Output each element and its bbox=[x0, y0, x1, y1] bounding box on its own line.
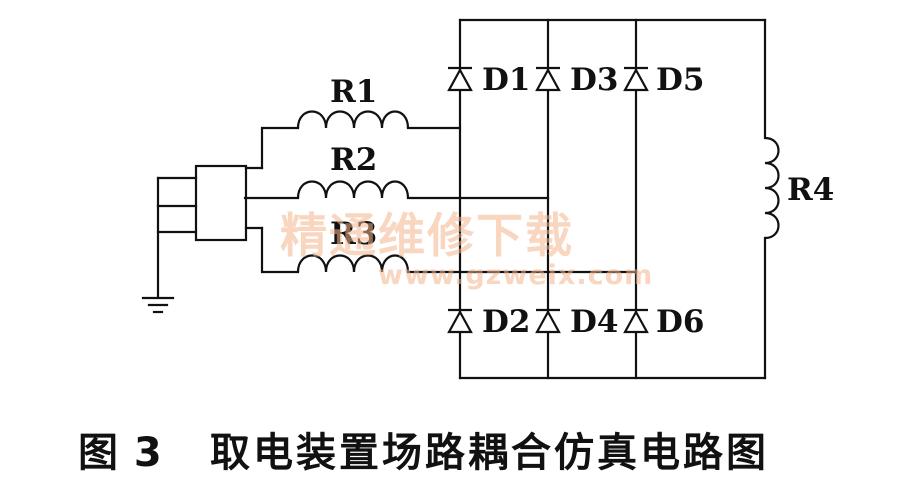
diode-d4 bbox=[535, 308, 561, 334]
component-labels: R1 R2 R3 R4 D1 D3 D5 D2 D4 D6 bbox=[330, 62, 834, 340]
label-d4: D4 bbox=[570, 304, 618, 340]
label-r2: R2 bbox=[330, 142, 377, 178]
caption-figure-number: 图 3 bbox=[78, 430, 163, 476]
watermark-url: www.gzweix.com bbox=[378, 260, 653, 291]
diode-d6 bbox=[623, 308, 649, 334]
diode-d5 bbox=[623, 66, 649, 92]
label-r1: R1 bbox=[330, 74, 377, 110]
diode-d2 bbox=[447, 308, 473, 334]
inductor-r3 bbox=[296, 254, 410, 273]
label-r3: R3 bbox=[330, 216, 377, 252]
r3-left-wire bbox=[260, 226, 300, 274]
source-box bbox=[194, 164, 248, 242]
figure-caption: 图 3 取电装置场路耦合仿真电路图 bbox=[0, 420, 910, 480]
label-d6: D6 bbox=[656, 304, 704, 340]
diode-d1 bbox=[447, 66, 473, 92]
watermark-text: 精通维修下载 bbox=[280, 209, 574, 264]
label-d3: D3 bbox=[570, 62, 618, 98]
inductor-r1 bbox=[296, 110, 410, 129]
label-d2: D2 bbox=[482, 304, 530, 340]
r1-left-wire bbox=[260, 126, 300, 170]
watermark: 精通维修下载 www.gzweix.com bbox=[280, 209, 653, 291]
inductor-r2 bbox=[296, 180, 410, 199]
label-r4: R4 bbox=[787, 172, 834, 208]
inductor-r4 bbox=[764, 136, 780, 240]
caption-title: 取电装置场路耦合仿真电路图 bbox=[210, 430, 769, 476]
label-d1: D1 bbox=[482, 62, 530, 98]
wiring bbox=[141, 18, 767, 380]
diodes bbox=[447, 66, 649, 334]
inductors bbox=[296, 110, 780, 273]
label-d5: D5 bbox=[656, 62, 704, 98]
diode-d3 bbox=[535, 66, 561, 92]
